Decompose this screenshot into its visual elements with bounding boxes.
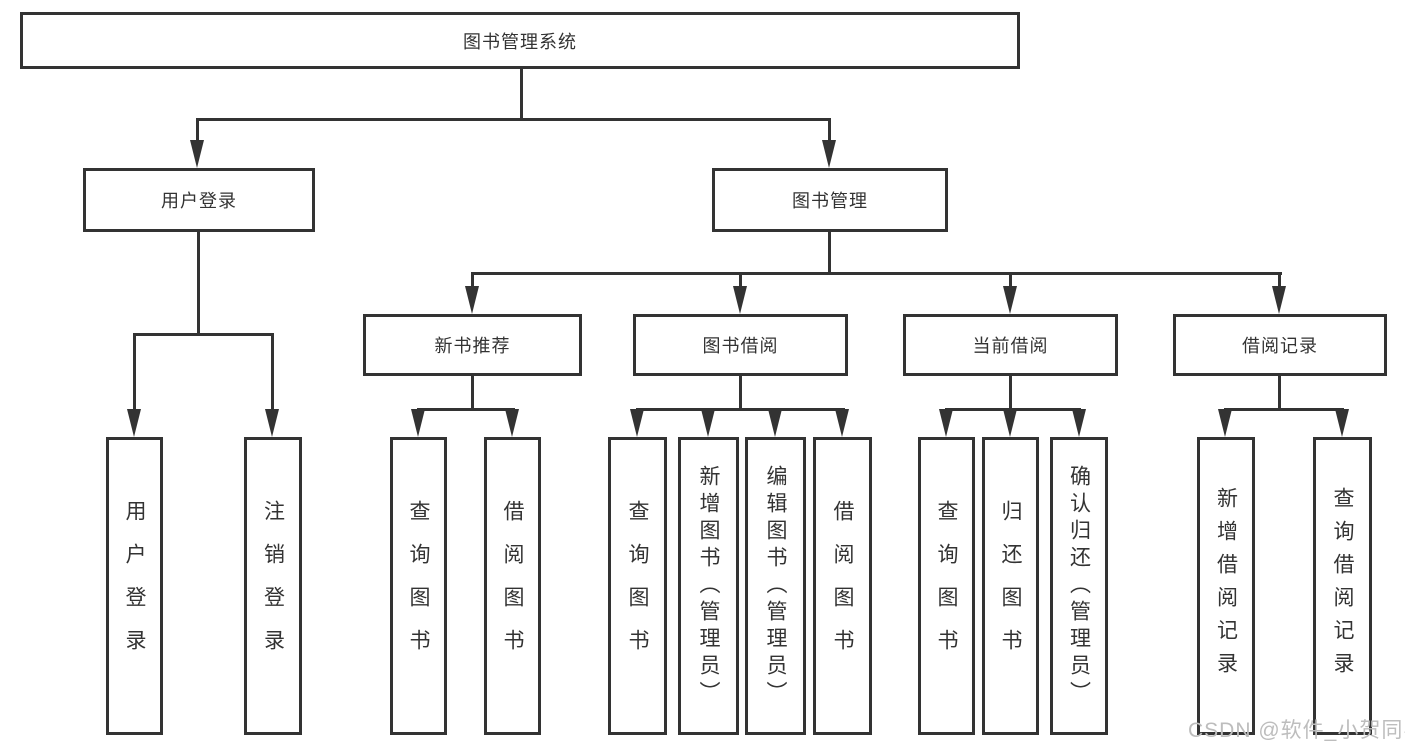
leaf-borrow-query: 查询图书	[608, 437, 667, 735]
connector-line	[133, 333, 274, 336]
arrow-down-icon	[1218, 409, 1232, 437]
arrow-down-icon	[1003, 286, 1017, 314]
arrow-down-icon	[465, 286, 479, 314]
connector-line	[1278, 376, 1281, 408]
arrow-down-icon	[835, 409, 849, 437]
arrow-down-icon	[411, 409, 425, 437]
arrow-down-icon	[190, 140, 204, 168]
leaf-borrow-edit-admin: 编辑图书（管理员）	[745, 437, 806, 735]
node-user-login: 用户登录	[83, 168, 315, 232]
connector-line	[828, 118, 831, 142]
leaf-newbook-borrow: 借阅图书	[484, 437, 541, 735]
node-book-borrow: 图书借阅	[633, 314, 848, 376]
connector-line	[1009, 376, 1012, 408]
node-book-mgmt: 图书管理	[712, 168, 948, 232]
node-current-borrow: 当前借阅	[903, 314, 1118, 376]
connector-line	[197, 232, 200, 333]
connector-line	[471, 376, 474, 408]
connector-line	[520, 69, 523, 118]
connector-line	[196, 118, 199, 142]
leaf-current-query: 查询图书	[918, 437, 975, 735]
arrow-down-icon	[939, 409, 953, 437]
arrow-down-icon	[1272, 286, 1286, 314]
leaf-borrow-add-admin: 新增图书（管理员）	[678, 437, 739, 735]
node-borrow-record: 借阅记录	[1173, 314, 1387, 376]
connector-line	[636, 408, 845, 411]
leaf-logout: 注销登录	[244, 437, 302, 735]
connector-line	[417, 408, 515, 411]
connector-line	[1224, 408, 1344, 411]
connector-line	[739, 376, 742, 408]
csdn-watermark: CSDN @软件_小贺同学	[1188, 719, 1405, 742]
connector-line	[471, 272, 1282, 275]
connector-line	[196, 118, 831, 121]
arrow-down-icon	[768, 409, 782, 437]
leaf-newbook-query: 查询图书	[390, 437, 447, 735]
leaf-record-query: 查询借阅记录	[1313, 437, 1372, 735]
leaf-current-return: 归还图书	[982, 437, 1039, 735]
node-new-book: 新书推荐	[363, 314, 582, 376]
leaf-current-confirm-admin: 确认归还（管理员）	[1050, 437, 1108, 735]
arrow-down-icon	[1335, 409, 1349, 437]
arrow-down-icon	[1003, 409, 1017, 437]
leaf-borrow-book: 借阅图书	[813, 437, 872, 735]
leaf-record-add: 新增借阅记录	[1197, 437, 1255, 735]
arrow-down-icon	[505, 409, 519, 437]
connector-line	[471, 272, 474, 288]
node-root: 图书管理系统	[20, 12, 1020, 69]
arrow-down-icon	[630, 409, 644, 437]
connector-line	[828, 232, 831, 272]
connector-line	[133, 333, 136, 411]
arrow-down-icon	[265, 409, 279, 437]
arrow-down-icon	[822, 140, 836, 168]
leaf-user-login: 用户登录	[106, 437, 163, 735]
arrow-down-icon	[701, 409, 715, 437]
connector-line	[1009, 272, 1012, 288]
arrow-down-icon	[733, 286, 747, 314]
arrow-down-icon	[1072, 409, 1086, 437]
connector-line	[739, 272, 742, 288]
arrow-down-icon	[127, 409, 141, 437]
connector-line	[271, 333, 274, 411]
connector-line	[1278, 272, 1281, 288]
